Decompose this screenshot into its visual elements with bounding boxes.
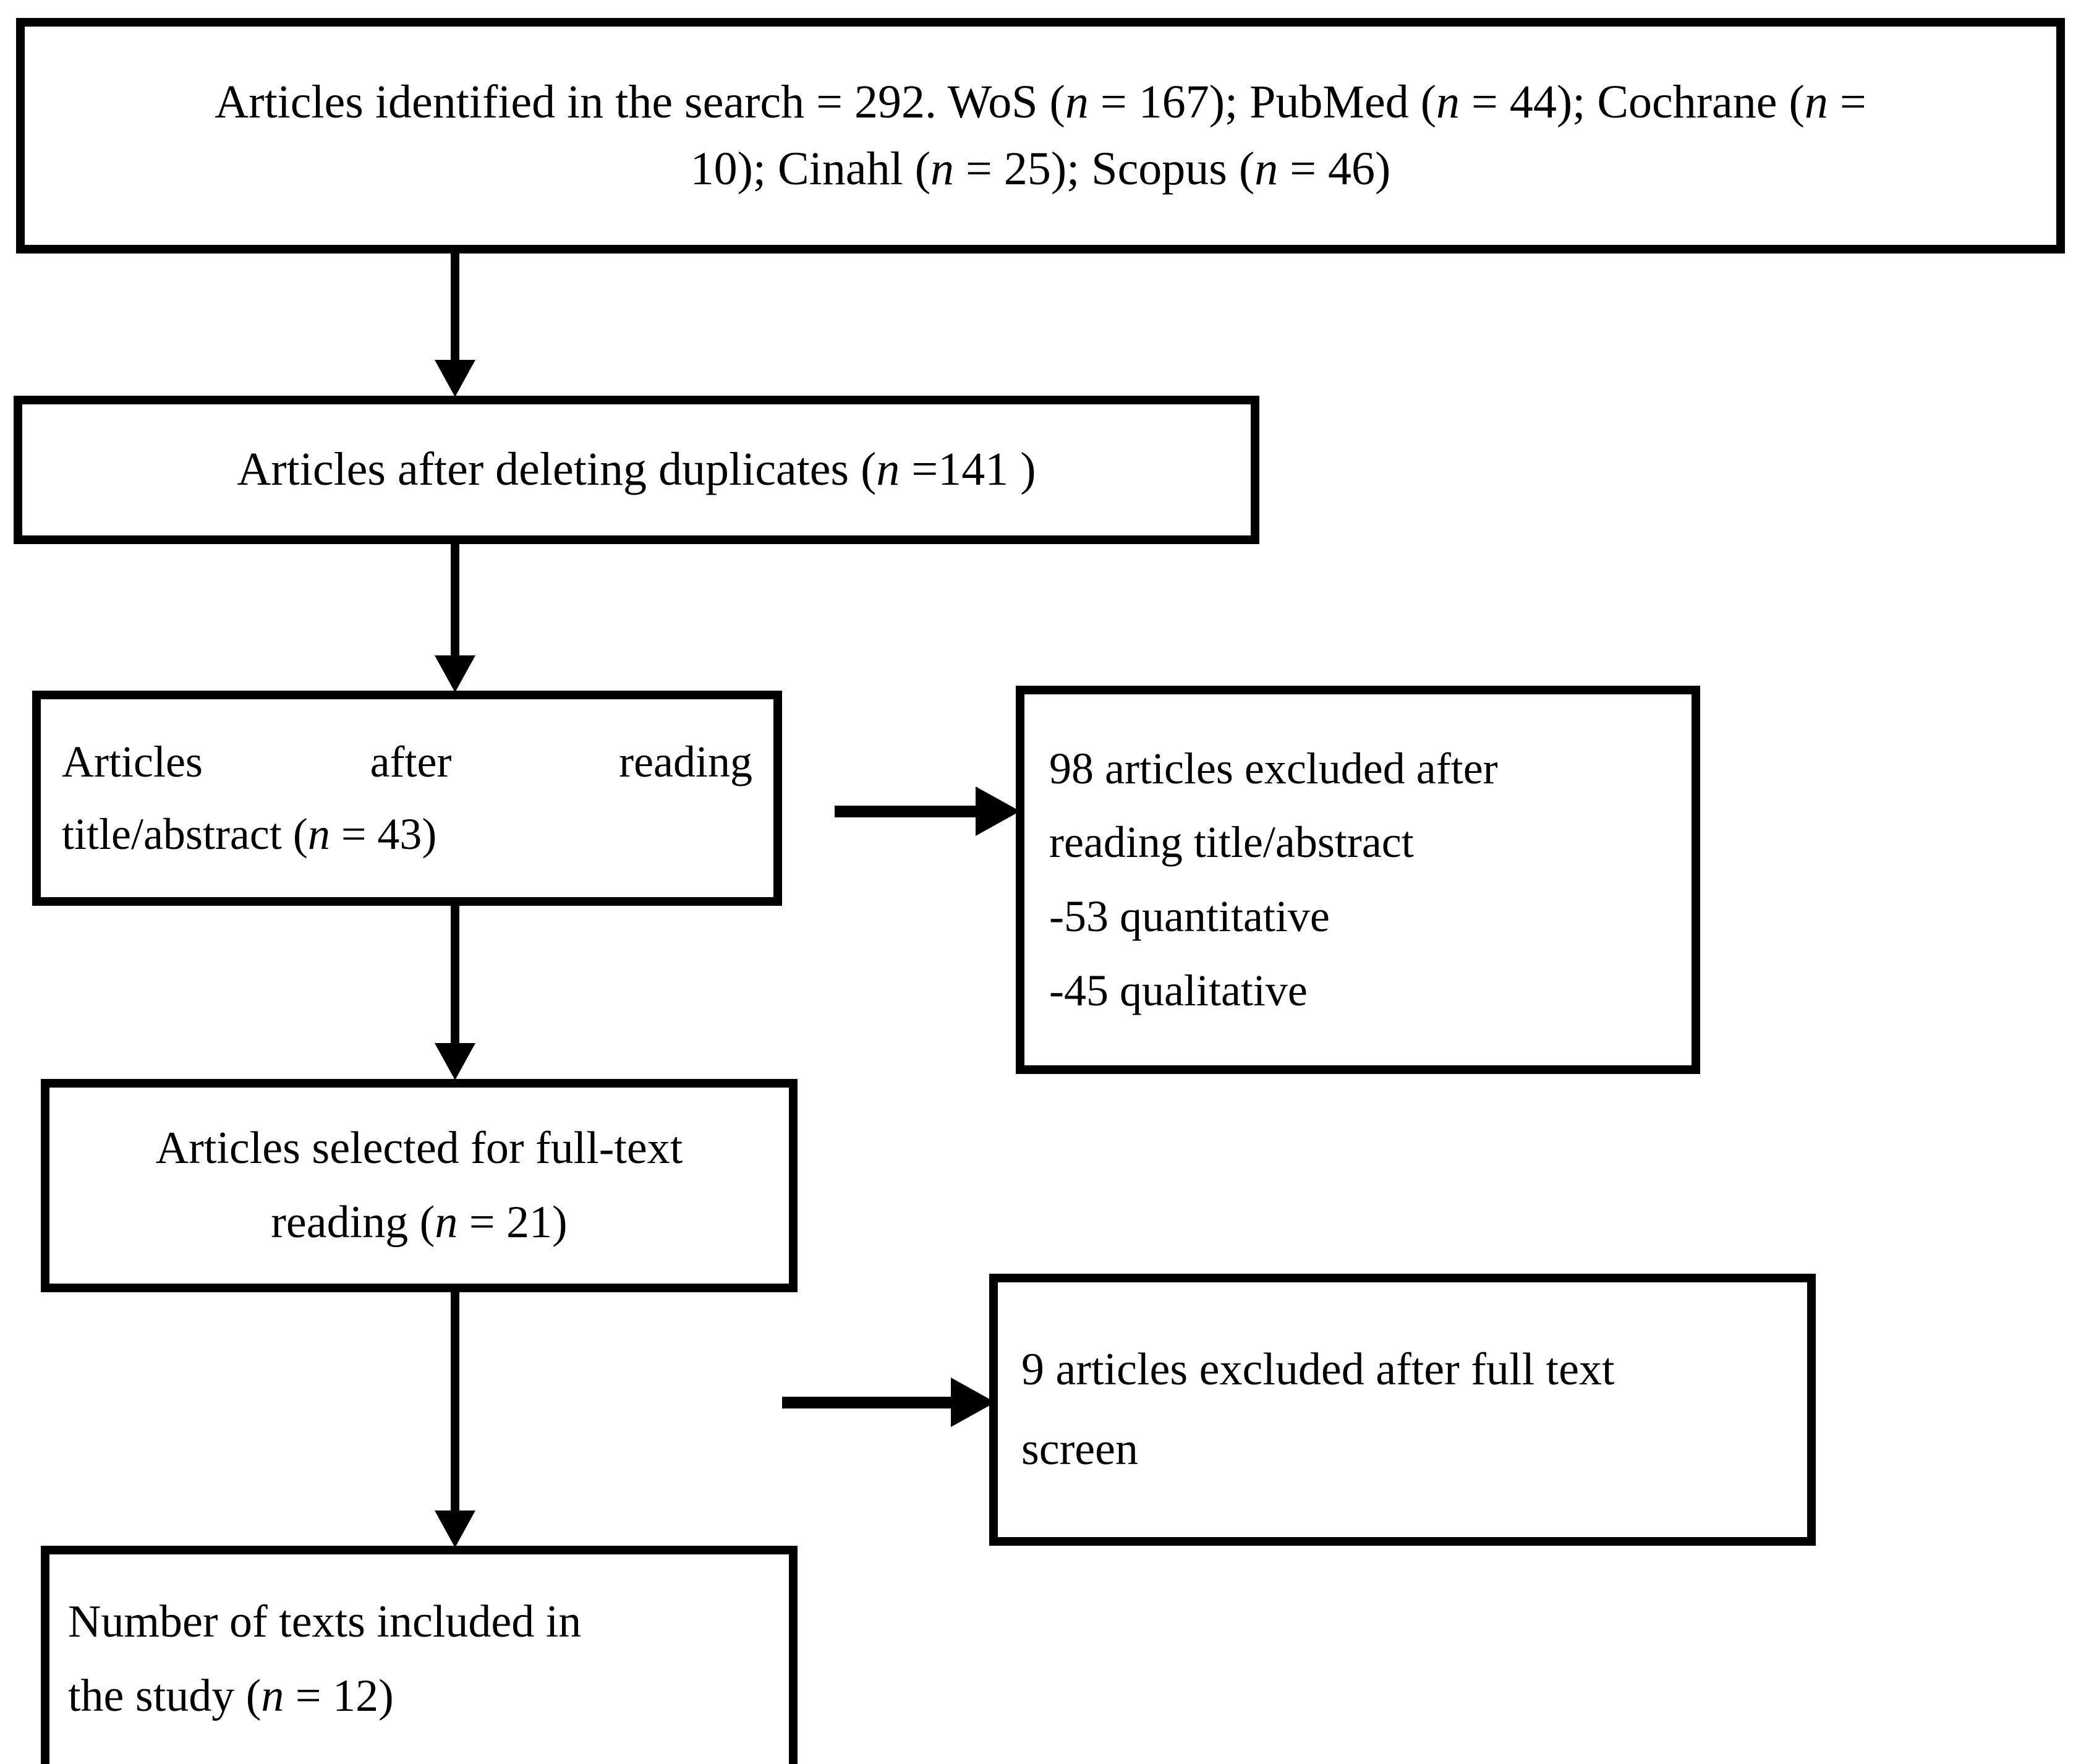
node-articles-excluded-after-full-text-screen: 9 articles excluded after full text scre…: [989, 1274, 1816, 1546]
arrow-shaft: [451, 906, 459, 1043]
arrow-head-down-icon: [435, 1510, 475, 1548]
arrow-head-down-icon: [435, 655, 475, 692]
arrow-shaft: [451, 544, 459, 655]
title-abstract-line1: Articles after reading: [62, 737, 752, 787]
arrow-shaft: [451, 254, 459, 360]
excluded-9-line2: screen: [1021, 1424, 1138, 1475]
arrow-title-abstract-to-full-text: [418, 906, 492, 1080]
node-articles-excluded-after-title-abstract: 98 articles excluded after reading title…: [1016, 686, 1700, 1074]
duplicates-text: Articles after deleting duplicates (n =1…: [237, 443, 1036, 496]
arrow-head-right-icon: [951, 1378, 995, 1427]
node-articles-after-reading-title-abstract: Articles after reading title/abstract (n…: [32, 691, 782, 906]
node-articles-after-deleting-duplicates: Articles after deleting duplicates (n =1…: [14, 396, 1259, 544]
title-abstract-line2: title/abstract (n = 43): [62, 809, 437, 859]
arrow-shaft: [782, 1397, 953, 1408]
excluded-98-line3: -53 quantitative: [1049, 892, 1330, 941]
excluded-98-line4: -45 qualitative: [1049, 965, 1308, 1015]
included-line2: the study (n = 12): [68, 1670, 394, 1721]
arrow-title-abstract-to-excluded-98: [835, 786, 1020, 836]
included-line1: Number of texts included in: [68, 1596, 582, 1647]
full-text-line2: reading (n = 21): [271, 1196, 568, 1248]
arrow-full-text-to-excluded-9: [782, 1378, 995, 1427]
arrow-shaft: [835, 806, 978, 817]
excluded-98-line2: reading title/abstract: [1049, 817, 1414, 867]
articles-identified-text: Articles identified in the search = 292.…: [215, 75, 1866, 195]
arrow-identified-to-duplicates: [418, 254, 492, 397]
arrow-duplicates-to-title-abstract: [418, 544, 492, 692]
node-articles-selected-for-full-text-reading: Articles selected for full-text reading …: [41, 1079, 798, 1292]
arrow-full-text-to-included: [418, 1292, 492, 1548]
full-text-line1: Articles selected for full-text: [155, 1122, 683, 1174]
arrow-head-down-icon: [435, 360, 475, 397]
arrow-head-right-icon: [976, 786, 1020, 836]
arrow-shaft: [451, 1292, 459, 1510]
node-articles-identified: Articles identified in the search = 292.…: [16, 18, 2065, 254]
arrow-head-down-icon: [435, 1043, 475, 1080]
excluded-98-line1: 98 articles excluded after: [1049, 743, 1498, 793]
node-number-of-texts-included: Number of texts included in the study (n…: [41, 1546, 798, 1764]
excluded-9-line1: 9 articles excluded after full text: [1021, 1344, 1615, 1395]
